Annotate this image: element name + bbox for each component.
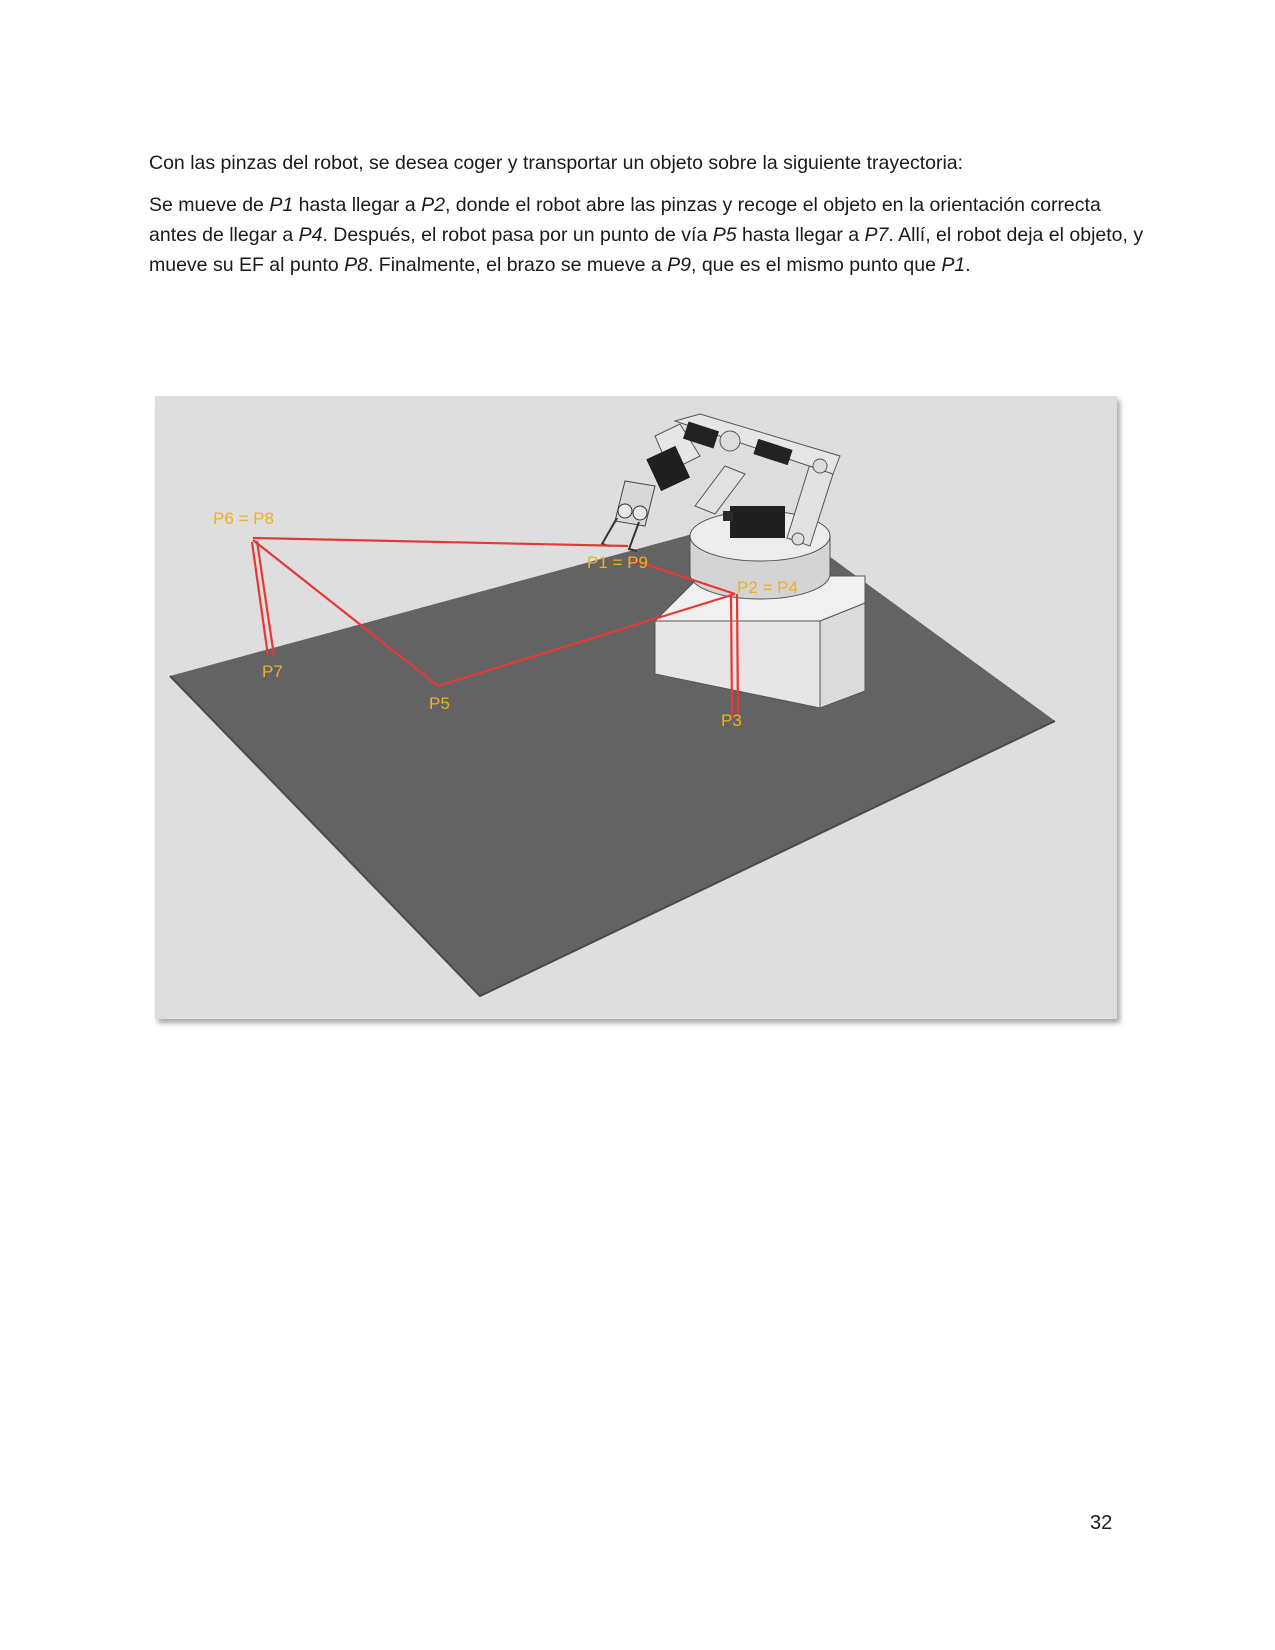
base-servo-tab — [723, 511, 733, 521]
gripper-body — [614, 480, 656, 527]
floor-edge — [169, 675, 1056, 998]
paragraph-text: Se mueve de — [149, 194, 270, 216]
paragraph-text: hasta llegar a — [736, 224, 865, 246]
arm-servo-2 — [753, 438, 793, 466]
trajectory-path — [250, 536, 740, 717]
point-reference: P5 — [712, 224, 737, 246]
paragraph-text: , que es el mismo punto que — [690, 254, 942, 276]
figure-svg: P6 = P8 P1 = P9 P2 = P4 P7 P5 P3 — [169, 413, 1056, 998]
arm-joint-base — [791, 532, 805, 546]
point-reference: P9 — [667, 254, 691, 276]
segment-p8-p9 — [252, 536, 629, 548]
segment-p6-p7-b — [255, 540, 276, 657]
point-reference: P7 — [864, 224, 889, 246]
gripper-gear-right — [632, 505, 648, 521]
point-reference: P1 — [269, 194, 294, 216]
paragraph-text: . Después, el robot pasa por un punto de… — [322, 224, 713, 246]
paragraph-text: . Allí, el robot deja el objeto, y mueve… — [149, 224, 1144, 276]
paragraph-text: hasta llegar a — [293, 194, 422, 216]
point-reference: P1 — [941, 254, 966, 276]
point-reference: P8 — [344, 254, 368, 276]
label-p5: P5 — [429, 694, 450, 713]
point-reference: P4 — [298, 224, 323, 246]
trajectory-paragraph: Se mueve de P1 hasta llegar a P2, donde … — [149, 190, 1149, 280]
paragraph-text: , donde el robot abre las pinzas y recog… — [149, 194, 1101, 246]
base-servo — [730, 506, 785, 538]
paragraph-text: . Finalmente, el brazo se mueve a — [367, 254, 668, 276]
paragraph-text: . — [965, 254, 971, 276]
label-p2-p4: P2 = P4 — [737, 578, 798, 597]
segment-p1-p2 — [629, 557, 736, 596]
label-p7: P7 — [262, 662, 283, 681]
arm-servo-1 — [683, 421, 719, 449]
wrist-servo — [646, 445, 691, 492]
arm-joint-shoulder — [812, 458, 828, 474]
body-text: Con las pinzas del robot, se desea coger… — [149, 148, 1149, 292]
gripper-finger-right — [627, 521, 640, 552]
segment-p5-p6 — [252, 539, 439, 687]
segment-p6-p7-a — [250, 541, 270, 657]
robot-trajectory-figure: P6 = P8 P1 = P9 P2 = P4 P7 P5 P3 — [155, 396, 1117, 1019]
intro-paragraph: Con las pinzas del robot, se desea coger… — [149, 152, 964, 174]
arm-joint-elbow — [719, 430, 741, 452]
label-p6-p8: P6 = P8 — [213, 509, 274, 528]
label-p3: P3 — [721, 711, 742, 730]
floor-plane — [170, 513, 1055, 996]
gripper-gear-left — [617, 503, 633, 519]
segment-p4-p5 — [437, 592, 736, 688]
gripper-finger-left — [600, 517, 618, 547]
segment-p2-p3-b — [735, 593, 740, 717]
point-reference: P2 — [421, 194, 445, 216]
arm-link-front — [694, 465, 746, 515]
page-number: 32 — [1090, 1512, 1113, 1534]
segment-p2-p3-a — [729, 595, 734, 717]
label-p1-p9: P1 = P9 — [587, 553, 648, 572]
